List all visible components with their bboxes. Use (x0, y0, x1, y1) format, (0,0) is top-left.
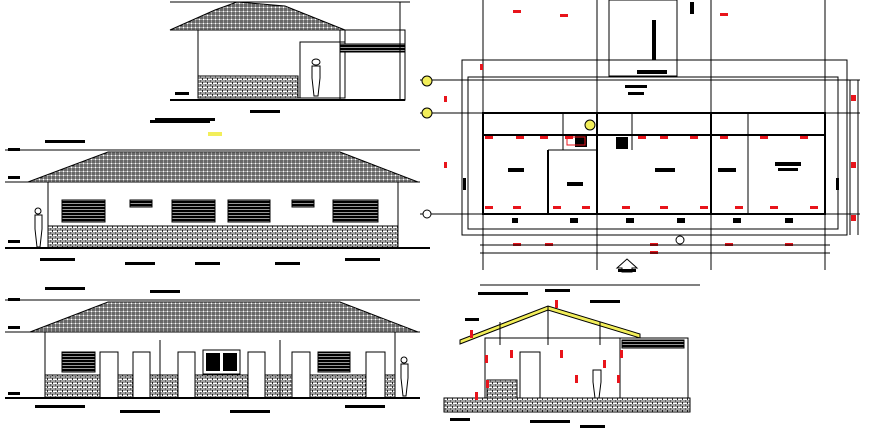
brick-band (47, 225, 399, 249)
front-elevation-small (155, 1, 410, 121)
ground-section (443, 397, 691, 413)
floor-plan (420, 0, 860, 273)
window (332, 199, 379, 223)
roof (169, 1, 346, 31)
section-marker (675, 235, 685, 245)
brick-band (197, 75, 299, 99)
window (61, 351, 96, 373)
person-icon (592, 369, 602, 399)
window (291, 199, 315, 208)
door (291, 351, 311, 399)
roof (27, 151, 419, 183)
person-icon (400, 356, 408, 364)
door (99, 351, 119, 399)
grid-bubble (422, 209, 432, 219)
cross-section (443, 284, 700, 428)
window (171, 199, 216, 223)
person-icon (311, 58, 321, 66)
person-icon (311, 65, 321, 97)
rear-elevation (5, 287, 420, 413)
door (247, 351, 266, 399)
brick-band (44, 374, 396, 399)
person-icon (34, 207, 42, 215)
building-walls (482, 112, 826, 215)
door (519, 351, 541, 399)
roof (29, 301, 419, 333)
window (61, 199, 106, 223)
window (317, 351, 351, 373)
window (202, 349, 241, 375)
door (132, 351, 151, 399)
side-elevation (5, 120, 430, 265)
door-opening (299, 41, 346, 99)
window (227, 199, 271, 223)
annex (339, 29, 406, 101)
grid-bubble (208, 132, 222, 136)
door (365, 351, 386, 399)
grid-bubble (421, 75, 433, 87)
grid-bubble (421, 107, 433, 119)
window (129, 199, 153, 208)
door (177, 351, 196, 399)
dimension-markers (444, 10, 856, 254)
